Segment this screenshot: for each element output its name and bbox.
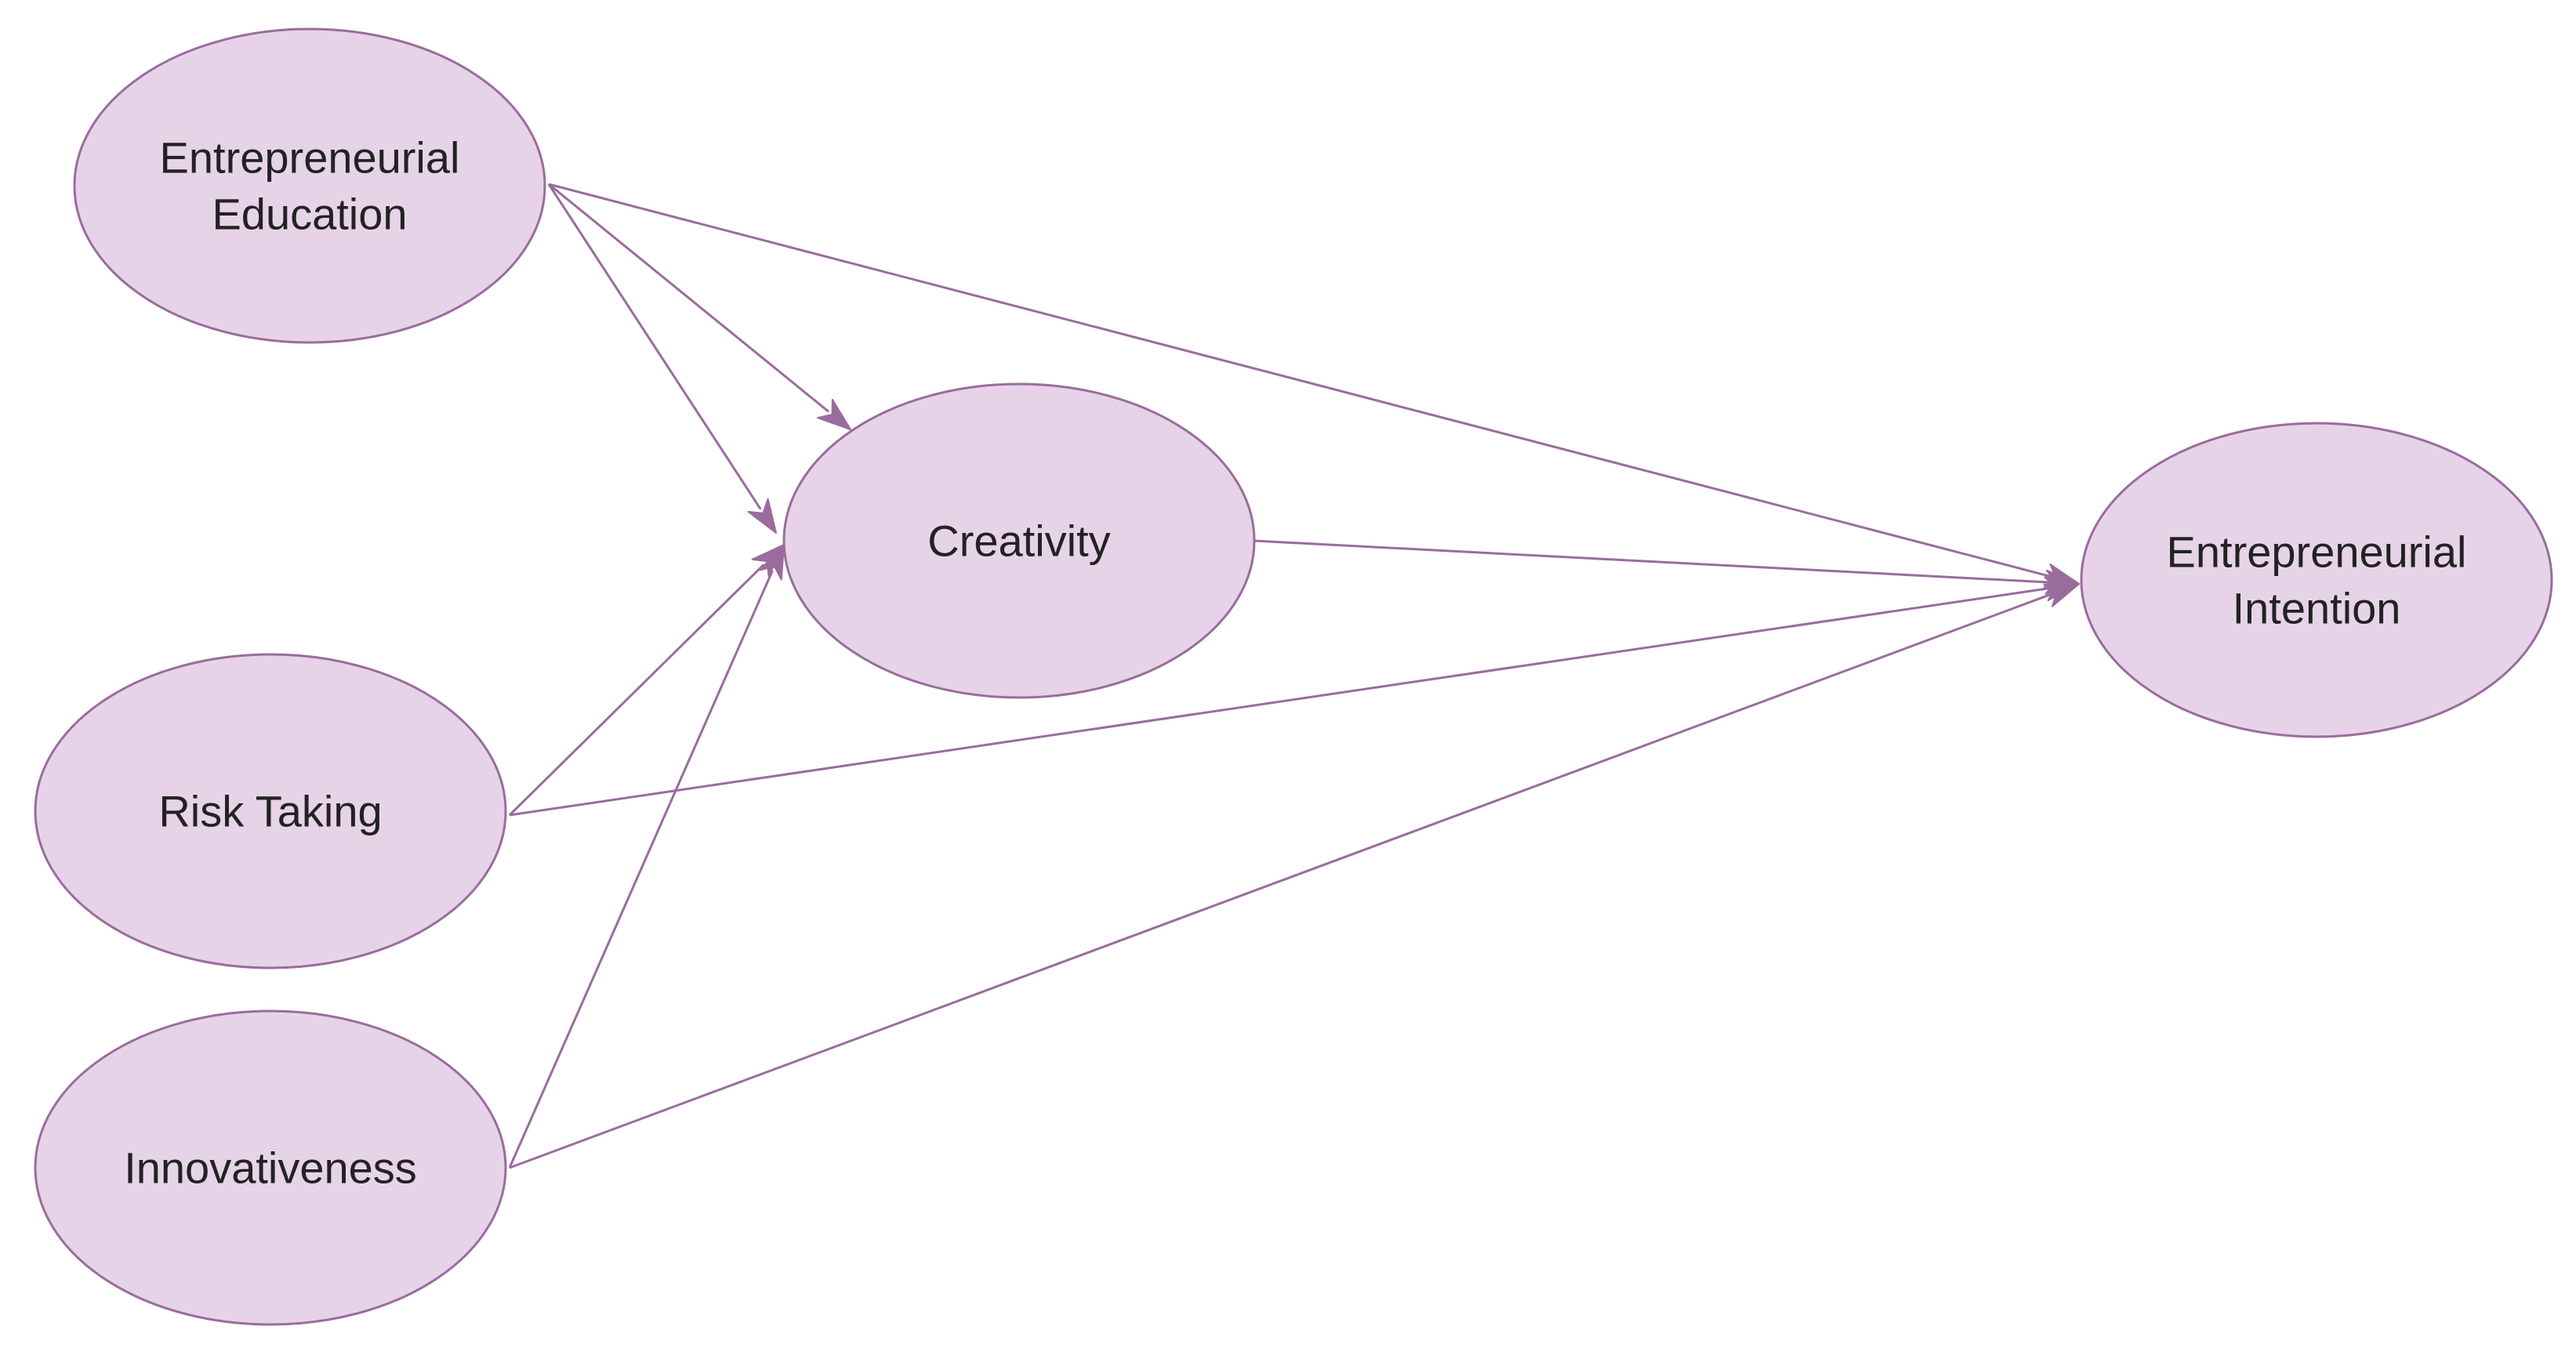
node-label: Innovativeness xyxy=(124,1143,417,1193)
node-ellipse xyxy=(782,382,1256,699)
edge-entrepreneurial-education-to-creativity xyxy=(548,183,851,430)
edge-innovativeness-to-entrepreneurial-intention xyxy=(509,583,2080,1169)
node-label: Intention xyxy=(2233,584,2401,633)
arrowhead-icon xyxy=(747,498,777,534)
edge-line xyxy=(548,183,830,413)
node-label: Entrepreneurial xyxy=(160,133,460,183)
node-innovativeness: Innovativeness xyxy=(34,1009,507,1326)
edge-line xyxy=(508,564,765,817)
edge-risk-taking-to-entrepreneurial-intention xyxy=(509,576,2080,817)
arrowhead-icon xyxy=(759,544,785,581)
edge-entrepreneurial-education-to-creativity xyxy=(547,183,777,534)
edge-line xyxy=(547,183,762,510)
arrowhead-icon xyxy=(816,398,851,430)
node-ellipse xyxy=(34,1009,507,1326)
edge-risk-taking-to-creativity xyxy=(508,544,785,817)
node-label: Risk Taking xyxy=(158,787,382,836)
edge-line xyxy=(509,586,2052,817)
edge-line xyxy=(1254,539,2052,584)
node-label: Entrepreneurial xyxy=(2167,527,2467,577)
node-ellipse xyxy=(2080,422,2553,738)
edge-innovativeness-to-creativity xyxy=(508,544,785,1169)
node-risk-taking: Risk Taking xyxy=(34,653,507,969)
node-ellipse xyxy=(34,653,507,969)
edge-line xyxy=(509,593,2053,1169)
edges-layer xyxy=(508,183,2080,1169)
edge-creativity-to-entrepreneurial-intention xyxy=(1254,539,2080,595)
node-ellipse xyxy=(73,27,546,344)
edge-entrepreneurial-education-to-entrepreneurial-intention xyxy=(548,183,2080,588)
node-label: Education xyxy=(212,190,407,239)
edge-line xyxy=(548,183,2052,578)
node-label: Creativity xyxy=(927,516,1110,566)
arrowhead-icon xyxy=(2043,583,2080,607)
node-creativity: Creativity xyxy=(782,382,1256,699)
edge-line xyxy=(508,570,774,1169)
